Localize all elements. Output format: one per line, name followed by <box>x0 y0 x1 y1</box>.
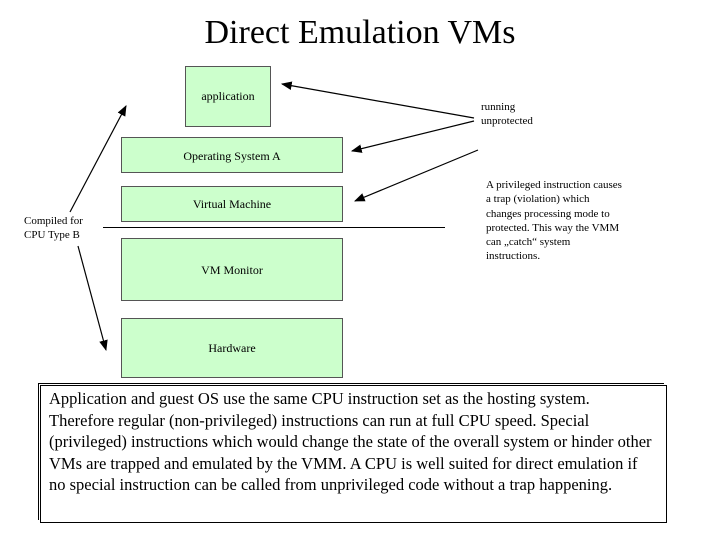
application-box: application <box>185 66 271 127</box>
vm-monitor-box: VM Monitor <box>121 238 343 301</box>
hardware-box: Hardware <box>121 318 343 378</box>
operating-system-label: Operating System A <box>183 149 281 163</box>
arrow-compiled-down <box>77 245 108 352</box>
virtual-machine-label: Virtual Machine <box>192 197 272 211</box>
description-text: Application and guest OS use the same CP… <box>49 389 652 495</box>
virtual-machine-box: Virtual Machine <box>121 186 343 222</box>
arrow-to-operating-system <box>350 120 475 153</box>
privileged-instruction-note: A privileged instruction causes a trap (… <box>486 179 622 263</box>
running-unprotected-note: running unprotected <box>481 101 533 128</box>
arrow-to-virtual-machine <box>354 149 479 202</box>
arrow-compiled-up <box>69 105 127 213</box>
compiled-for-note: Compiled for CPU Type B <box>24 215 83 242</box>
hardware-label: Hardware <box>208 341 256 355</box>
divider-line <box>103 227 445 228</box>
operating-system-box: Operating System A <box>121 137 343 173</box>
arrow-to-application <box>280 81 475 119</box>
description-box: Application and guest OS use the same CP… <box>38 383 667 523</box>
vm-monitor-label: VM Monitor <box>201 263 263 277</box>
application-label: application <box>201 89 255 103</box>
description-box-shadow <box>38 383 664 520</box>
page-title: Direct Emulation VMs <box>204 14 516 51</box>
